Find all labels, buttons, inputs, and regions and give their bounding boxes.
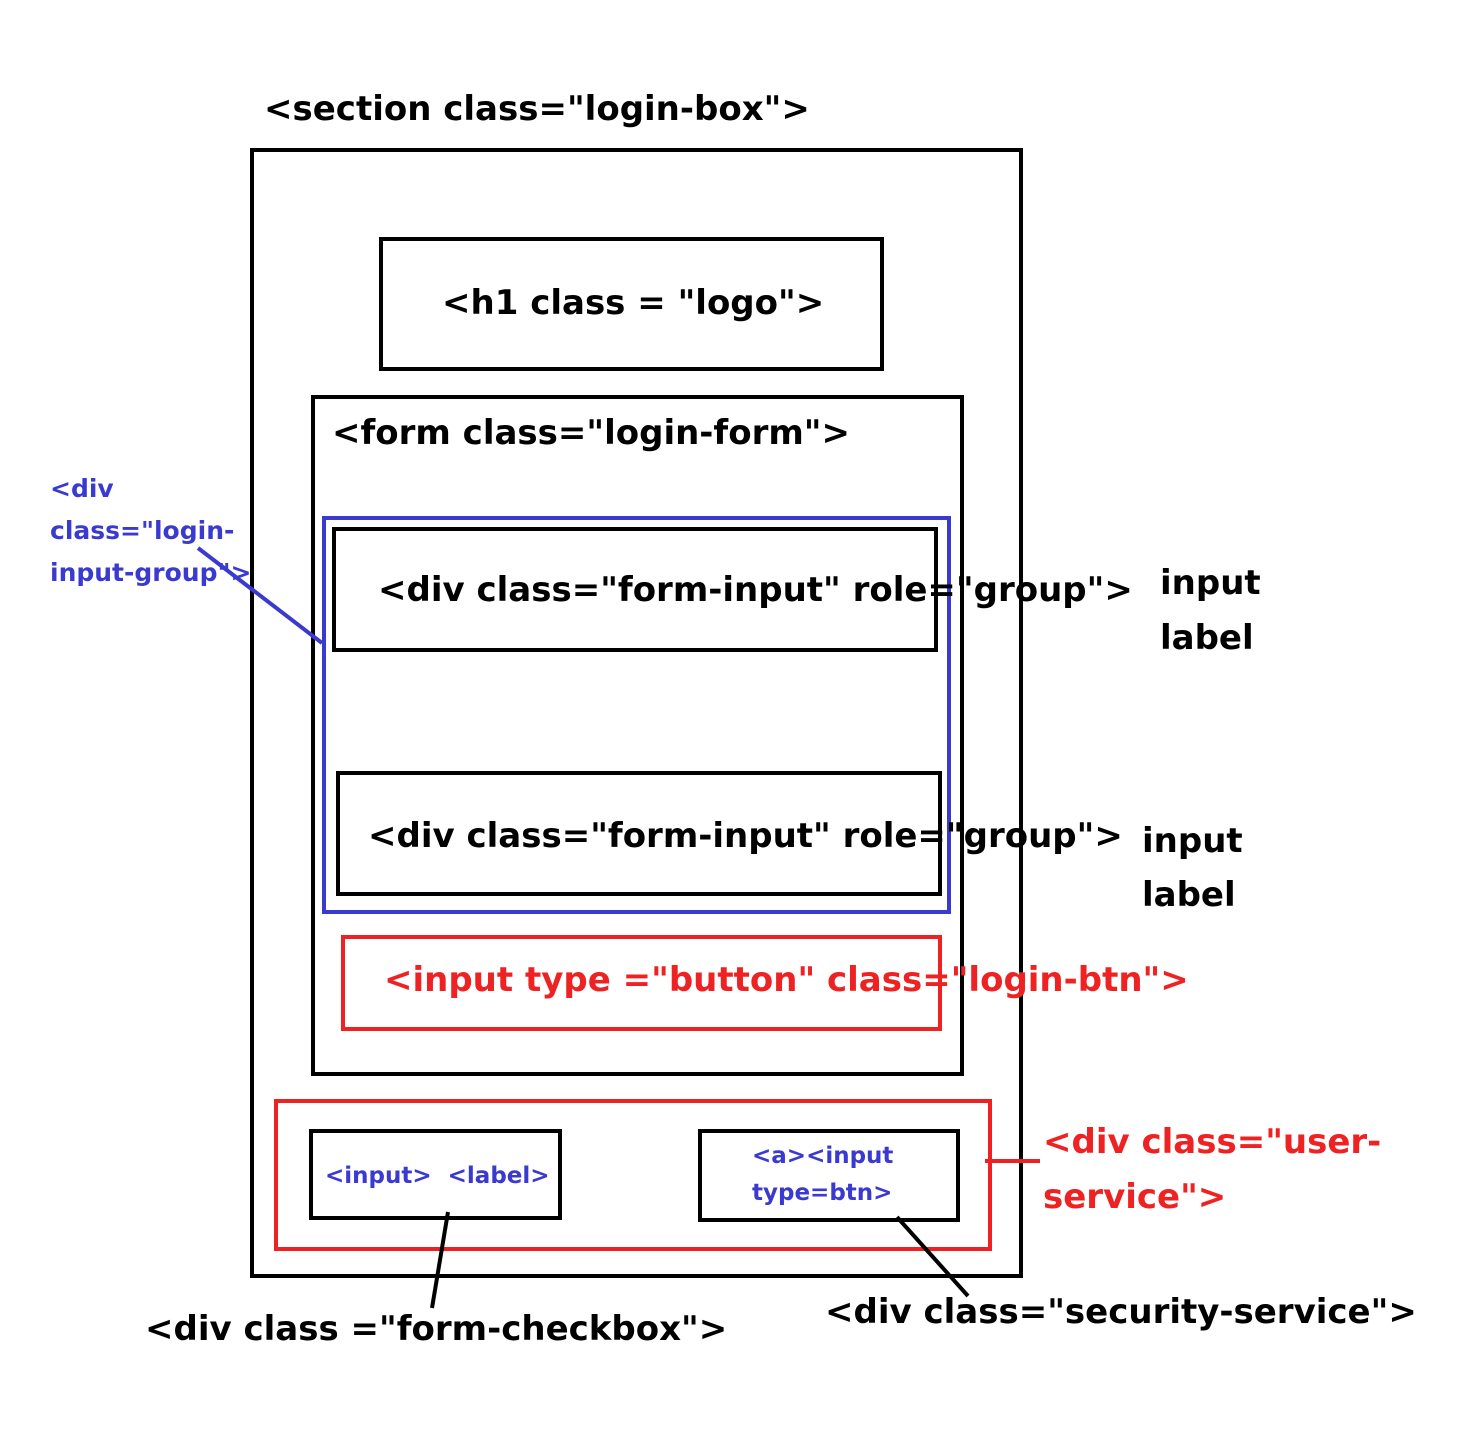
login-box-section [250, 148, 1023, 1278]
user-service-label-line1: <div class="user- [1043, 1122, 1382, 1162]
form-input-2-note-label: label [1142, 875, 1236, 915]
user-service-box [274, 1099, 992, 1251]
security-inner-line2: type=btn> [752, 1180, 893, 1206]
logo-box [379, 237, 884, 371]
form-input-box-2 [336, 771, 942, 896]
section-label: <section class="login-box"> [264, 89, 810, 129]
form-input-box-1 [332, 527, 938, 652]
input-group-label-line2: class="login- [50, 516, 235, 545]
user-service-label-line2: service"> [1043, 1177, 1227, 1217]
form-input-1-label: <div class="form-input" role="group"> [378, 570, 1133, 610]
form-label: <form class="login-form"> [332, 413, 850, 453]
input-group-label-line3: input-group"> [50, 558, 252, 587]
login-btn-box [341, 935, 942, 1031]
form-input-2-label: <div class="form-input" role="group"> [368, 816, 1123, 856]
form-checkbox-label: <div class ="form-checkbox"> [145, 1309, 728, 1349]
logo-label: <h1 class = "logo"> [442, 283, 825, 323]
login-form-box [311, 395, 964, 1076]
security-service-label: <div class="security-service"> [825, 1292, 1417, 1332]
form-input-1-note-input: input [1160, 563, 1261, 603]
input-group-label-line1: <div [50, 474, 114, 503]
security-service-box [698, 1129, 960, 1222]
checkbox-inner-label: <input> <label> [325, 1163, 550, 1189]
login-btn-label: <input type ="button" class="login-btn"> [384, 960, 1189, 1000]
form-input-1-note-label: label [1160, 618, 1254, 658]
form-input-2-note-input: input [1142, 821, 1243, 861]
security-inner-line1: <a><input [752, 1143, 894, 1169]
login-input-group-box [322, 516, 951, 914]
